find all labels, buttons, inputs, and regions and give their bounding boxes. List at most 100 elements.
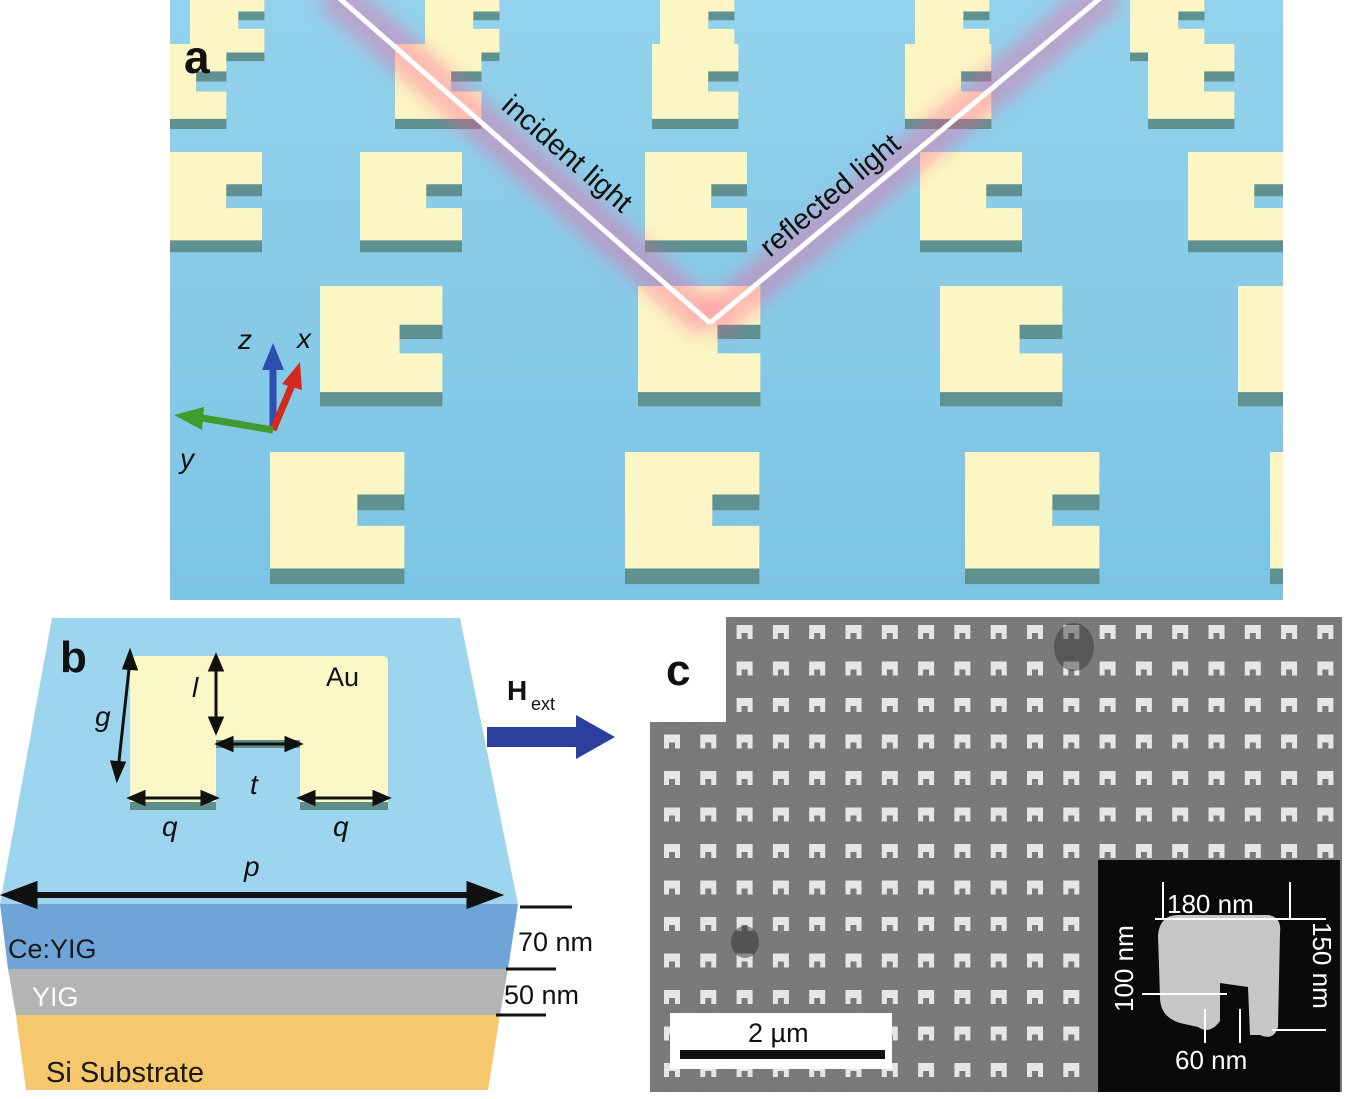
sem-resonator-r8-c7: [918, 917, 935, 931]
resonator-top-r3-c3: [1238, 286, 1345, 393]
sem-resonator-r4-c5: [845, 771, 862, 785]
sem-resonator-r6-c1: [700, 844, 717, 858]
q-left-head-left: [126, 789, 146, 807]
sem-resonator-r6-c0: [664, 844, 680, 858]
sem-resonator-r0-c9: [990, 625, 1007, 639]
sem-resonator-r1-c11: [1063, 661, 1080, 676]
scalebar-box: [670, 1013, 892, 1069]
sem-resonator-r10-c5: [845, 990, 862, 1004]
sem-resonator-r0-c6: [881, 625, 898, 639]
sem-resonator-r7-c1: [700, 880, 717, 895]
sem-resonator-r6-c11: [1063, 844, 1080, 858]
sem-resonator-r11-c11: [1063, 1026, 1080, 1041]
inset-dimension-lines: [1142, 882, 1326, 1043]
sem-resonator-r8-c8: [954, 917, 971, 931]
sem-resonator-r9-c10: [1027, 953, 1043, 968]
sem-resonator-r0-c12: [1099, 625, 1116, 639]
sem-resonator-r1-c4: [809, 661, 826, 676]
sem-resonator-r6-c3: [772, 844, 789, 858]
sem-resonator-r6-c12: [1099, 844, 1116, 858]
resonator-top-r2-c4: [1188, 152, 1290, 241]
au-label: Au: [326, 662, 359, 692]
sem-resonator-r6-c15: [1208, 844, 1225, 858]
sem-resonator-r8-c6: [881, 917, 898, 931]
sem-resonator-r11-c7: [918, 1026, 935, 1041]
sem-resonator-r1-c10: [1027, 661, 1043, 676]
resonator-top-r1-c2: [652, 44, 739, 119]
sem-resonator-r3-c17: [1281, 734, 1298, 749]
sem-resonator-r7-c2: [736, 880, 753, 895]
y-axis-arrow: [201, 414, 274, 434]
sem-resonator-r10-c8: [954, 990, 971, 1004]
inset-gap-label: 60 nm: [1175, 1045, 1247, 1075]
yig-thickness: 50 nm: [504, 980, 579, 1010]
sem-resonator-r0-c16: [1244, 625, 1261, 639]
q-right-label: q: [333, 811, 349, 842]
sem-resonator-r7-c4: [809, 880, 826, 895]
sem-resonator-r8-c5: [845, 917, 862, 931]
z-axis-head: [262, 343, 284, 370]
sem-resonator-r3-c2: [736, 734, 753, 749]
sem-resonator-r6-c2: [736, 844, 753, 858]
reflected-beam: [708, 0, 1102, 325]
panel-b-svg: Ce:YIG YIG Si Substrate 70 nm 50 nm Au: [0, 618, 615, 1090]
inset-width-label: 180 nm: [1167, 889, 1254, 919]
sem-resonator-r5-c15: [1208, 807, 1225, 822]
x-axis-label: x: [295, 323, 312, 354]
scalebar-label: 2 µm: [748, 1018, 809, 1048]
resonator-top-r3-c2: [940, 286, 1063, 393]
yig-label: YIG: [32, 982, 79, 1012]
t-arrow-head-right: [284, 735, 304, 753]
incident-beam: [337, 0, 712, 325]
panel-a-metasurface-render: incident light reflected light a z x y: [140, 0, 1345, 600]
resonator-top-r2-c3: [920, 152, 1022, 241]
inset-height-left-label: 100 nm: [1109, 925, 1139, 1012]
resonator-top-r4-c3: [1270, 452, 1345, 569]
sem-resonator-r2-c17: [1281, 698, 1298, 712]
sem-resonator-r5-c0: [664, 807, 680, 822]
field-label-sub: ext: [531, 694, 555, 714]
sem-resonator-r4-c17: [1281, 771, 1298, 785]
sem-resonator-r5-c12: [1099, 807, 1116, 822]
q-right-head-left: [296, 789, 316, 807]
sem-resonator-r6-c17: [1281, 844, 1298, 858]
sem-resonator-r4-c2: [736, 771, 753, 785]
l-label: l: [192, 672, 199, 703]
resonator-top-r2-c0: [160, 152, 262, 241]
field-arrow-shaft: [487, 727, 579, 747]
x-axis-arrow: [269, 383, 296, 432]
sem-resonator-r0-c10: [1027, 625, 1043, 639]
sem-resonator-r10-c10: [1027, 990, 1043, 1004]
sem-resonator-r12-c11: [1063, 1063, 1080, 1077]
l-arrow-head-top: [207, 652, 225, 672]
sem-resonator-r8-c11: [1063, 917, 1080, 931]
sem-resonator-r0-c2: [736, 625, 753, 639]
sem-resonator-r4-c18: [1317, 771, 1334, 785]
sem-resonator-r7-c11: [1063, 880, 1080, 895]
sem-resonator-r7-c3: [772, 880, 789, 895]
sem-resonator-r5-c18: [1317, 807, 1334, 822]
sem-resonator-r3-c7: [918, 734, 935, 749]
sem-resonator-r6-c7: [918, 844, 935, 858]
resonator-top-r0-c1: [425, 0, 500, 53]
sem-resonator-r2-c5: [845, 698, 862, 712]
sem-resonator-r8-c1: [700, 917, 717, 931]
g-arrow: [116, 659, 132, 771]
sem-inset: 180 nm 100 nm 150 nm 60 nm: [1098, 860, 1340, 1092]
sem-resonator-r7-c6: [881, 880, 898, 895]
sem-resonator-r10-c2: [736, 990, 753, 1004]
inset-height-right-label: 150 nm: [1307, 922, 1337, 1009]
sem-resonator-r10-c6: [881, 990, 898, 1004]
resonator-top-r2-c1: [360, 152, 462, 241]
sem-resonator-r3-c9: [990, 734, 1007, 749]
sem-resonator-r6-c18: [1317, 844, 1334, 858]
sem-resonator-r4-c6: [881, 771, 898, 785]
sem-resonator-r2-c15: [1208, 698, 1225, 712]
t-arrow-head-left: [214, 735, 234, 753]
sem-resonator-r2-c14: [1172, 698, 1189, 712]
sem-resonator-r6-c5: [845, 844, 862, 858]
sem-resonator-r0-c5: [845, 625, 862, 639]
sem-resonator-r8-c4: [809, 917, 826, 931]
x-axis-head: [282, 362, 302, 390]
sem-resonator-r5-c3: [772, 807, 789, 822]
